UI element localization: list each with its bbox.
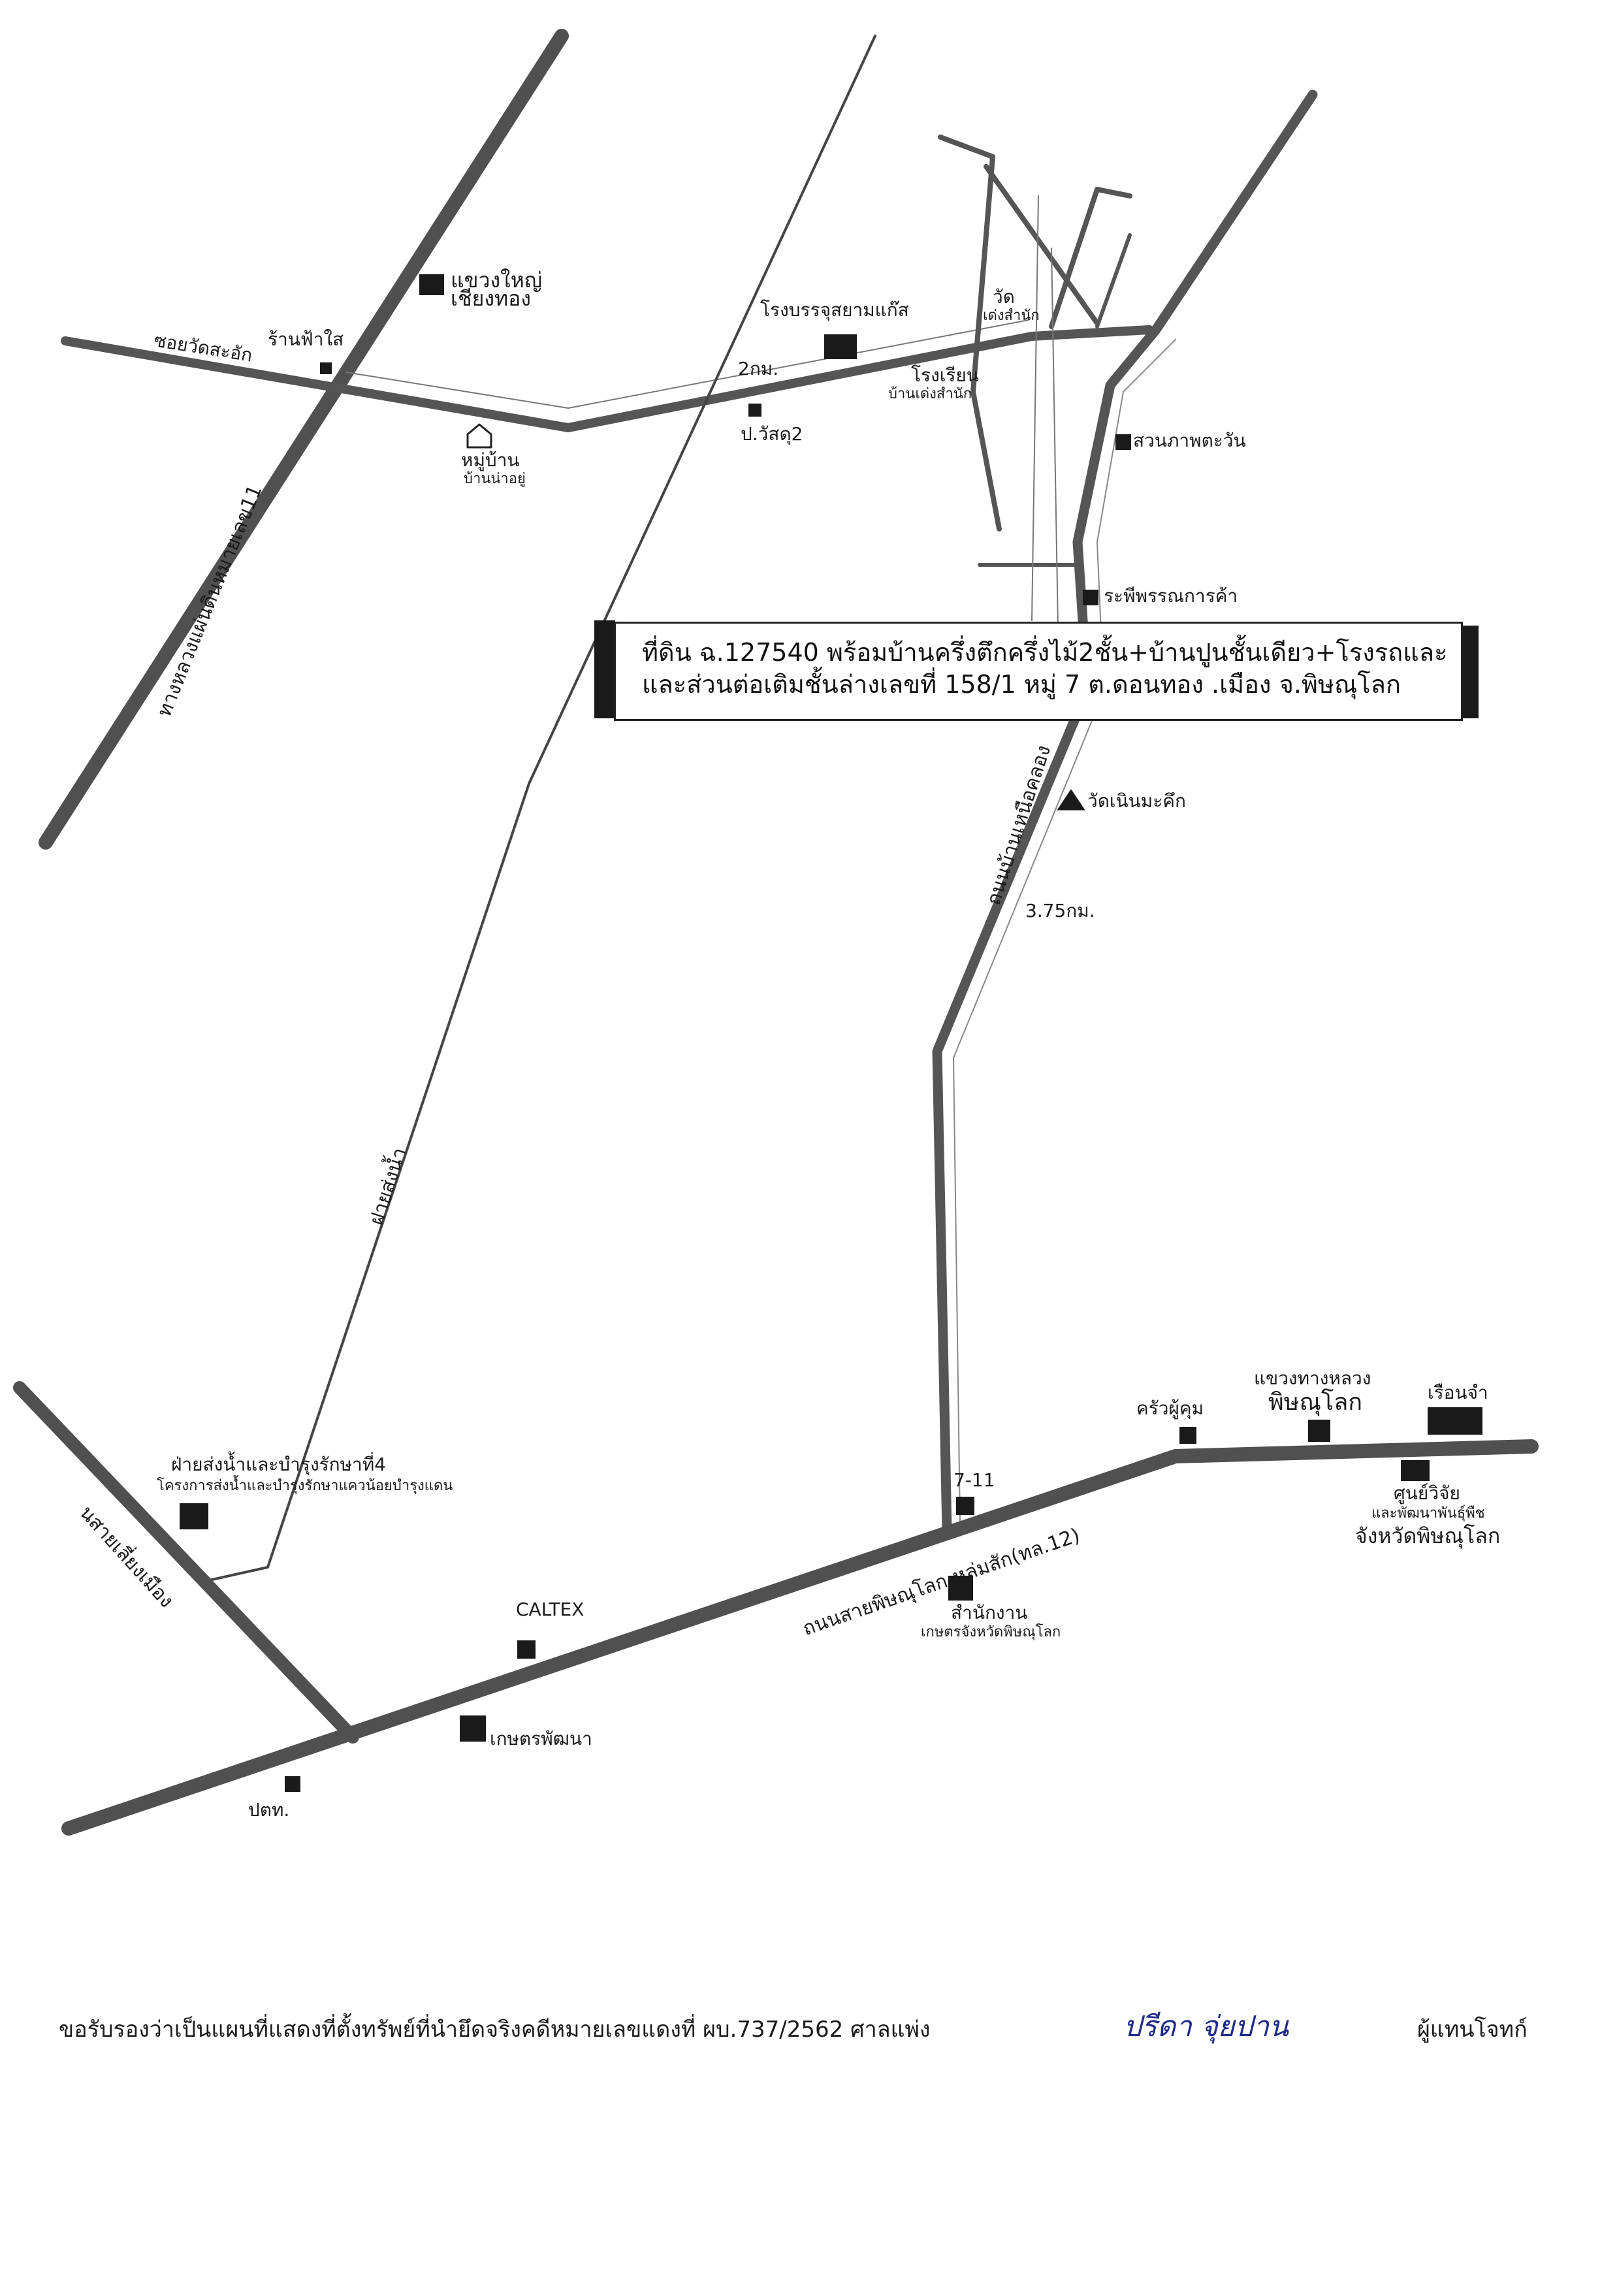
- label-post-office: ป.วัสดุ2: [741, 423, 803, 445]
- label-caltex: CALTEX: [516, 1599, 584, 1620]
- label-2km: 2กม.: [738, 358, 779, 379]
- seven-eleven-marker: [956, 1497, 974, 1515]
- certification-text: ขอรับรองว่าเป็นแผนที่แสดงที่ตั้งทรัพย์ที…: [59, 2017, 931, 2043]
- representative-label: ผู้แทนโจทก์: [1417, 2017, 1528, 2043]
- label-school-sub: บ้านเด่งสำนัก: [888, 386, 972, 402]
- research-center-marker: [1401, 1460, 1430, 1481]
- signature: ปรีดา จุ่ยปาน: [1123, 2010, 1289, 2043]
- local-road-4: [1095, 233, 1132, 328]
- label-wat-noen: วัดเนินมะคึก: [1087, 790, 1186, 812]
- guide-line: [953, 339, 1176, 1522]
- label-ran-fa-sai: ร้านฟ้าใส: [268, 328, 344, 350]
- rapee-marker: [1083, 590, 1098, 605]
- label-siam-glass: โรงบรรจุสยามแก๊ส: [760, 299, 909, 321]
- label-wat-sub: เด่งสำนัก: [983, 308, 1040, 324]
- local-road-2: [984, 164, 1100, 326]
- label-ag-office: สำนักงาน: [951, 1602, 1028, 1623]
- local-road-3: [1049, 187, 1132, 329]
- label-highway-district-2: พิษณุโลก: [1268, 1389, 1363, 1416]
- ban-nuea-khlong-road: [932, 89, 1318, 1537]
- irrigation-office-marker: [180, 1503, 208, 1529]
- property-title-line-1: ที่ดิน ฉ.127540 พร้อมบ้านครึ่งตึกครึ่งไม…: [642, 638, 1448, 667]
- local-road-7: [1051, 247, 1059, 628]
- prison-marker: [1428, 1407, 1482, 1435]
- irrigation-canal-road: [208, 35, 876, 1582]
- property-title-line-2: และส่วนต่อเติมชั้นล่างเลขที่ 158/1 หมู่ …: [642, 670, 1401, 699]
- post-office-marker: [748, 404, 761, 417]
- property-title-box: ที่ดิน ฉ.127540 พร้อมบ้านครึ่งตึกครึ่งไม…: [614, 622, 1463, 721]
- khrua-phu-kum-marker: [1179, 1427, 1196, 1444]
- local-road-1: [938, 135, 1002, 532]
- label-research-center: ศูนย์วิจัย: [1394, 1482, 1460, 1504]
- bypass-road: [13, 1381, 359, 1744]
- label-suan-phap: สวนภาพตะวัน: [1133, 430, 1246, 451]
- label-chiang-thong: เชียงทอง: [451, 286, 531, 311]
- label-research-center-3: จังหวัดพิษณุโลก: [1355, 1523, 1501, 1548]
- ag-office-marker: [948, 1576, 973, 1601]
- label-ag-office-sub: เกษตรจังหวัดพิษณุโลก: [921, 1624, 1061, 1640]
- label-seven-eleven: 7-11: [953, 1469, 995, 1491]
- khwaeng-yai-marker: [419, 274, 444, 295]
- house-icon: [466, 423, 492, 449]
- ptt-marker: [285, 1776, 300, 1792]
- local-road-6: [1031, 195, 1039, 621]
- label-ptt: ปตท.: [248, 1799, 290, 1821]
- title-box-left-bar: [594, 620, 615, 718]
- highway-11-road: [39, 29, 569, 850]
- label-wat: วัด: [993, 286, 1015, 308]
- siam-glass-marker: [824, 334, 857, 359]
- label-irrigation-office: ฝ่ายส่งน้ำและบำรุงรักษาที่4: [171, 1454, 387, 1475]
- label-375km: 3.75กม.: [1025, 900, 1095, 921]
- label-rapee: ระพีพรรณการค้า: [1104, 585, 1238, 607]
- suan-phap-marker: [1115, 434, 1131, 450]
- label-khrua-phu-kum: ครัวผู้คุม: [1136, 1397, 1204, 1419]
- temple-icon: [1057, 789, 1085, 810]
- route-12-road: [61, 1439, 1539, 1836]
- label-village-sub: บ้านน่าอยู่: [464, 471, 526, 487]
- label-research-center-2: และพัฒนาพันธุ์พืช: [1371, 1505, 1485, 1522]
- label-irrigation-office-sub: โครงการส่งน้ำและบำรุงรักษาแควน้อยบำรุงแด…: [157, 1478, 453, 1494]
- label-highway-district: แขวงทางหลวง: [1254, 1367, 1371, 1389]
- label-school: โรงเรียน: [911, 364, 979, 386]
- label-village: หมู่บ้าน: [461, 449, 520, 471]
- label-khwaeng-yai: แขวงใหญ่: [451, 268, 543, 293]
- caltex-marker: [517, 1640, 536, 1659]
- label-prison: เรือนจำ: [1428, 1382, 1488, 1403]
- label-kaset-pattana: เกษตรพัฒนา: [490, 1728, 592, 1749]
- soi-wat-road: [61, 325, 1154, 432]
- kaset-pattana-marker: [460, 1715, 486, 1742]
- soi-thin-line: [345, 319, 1029, 409]
- highway-district-marker: [1308, 1420, 1330, 1442]
- ran-fa-sai-marker: [320, 362, 332, 374]
